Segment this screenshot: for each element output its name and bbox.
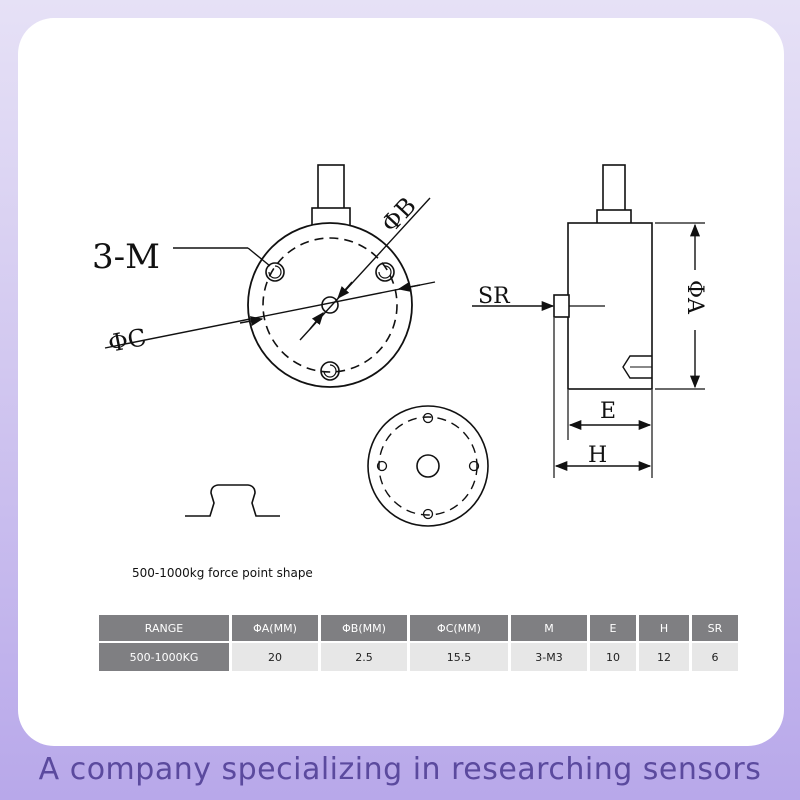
side-stud [602, 164, 626, 213]
top-stud [317, 164, 345, 211]
label-3m: 3-M [92, 237, 160, 277]
spec-header-row: RANGE ΦA(MM) ΦB(MM) ΦC(MM) M E H SR [99, 615, 738, 641]
header-m: M [511, 615, 587, 641]
cell-e: 10 [590, 643, 636, 671]
force-point [553, 294, 570, 318]
bolt-circle [262, 237, 398, 373]
bottom-center-hole [416, 454, 440, 478]
phi-c-dimension-line [104, 281, 436, 349]
label-phi-b: ΦB [376, 192, 422, 238]
cell-m: 3-M3 [511, 643, 587, 671]
header-range: RANGE [99, 615, 229, 641]
header-phi-c: ΦC(MM) [410, 615, 508, 641]
technical-drawing: 3-M ΦB ΦC [92, 164, 707, 527]
force-point-caption: 500-1000kg force point shape [132, 566, 313, 580]
bottom-view [367, 405, 489, 527]
cell-range: 500-1000KG [99, 643, 229, 671]
screw-hole-1 [265, 262, 285, 282]
cell-phi-a: 20 [232, 643, 318, 671]
cell-phi-b: 2.5 [321, 643, 407, 671]
spec-table: RANGE ΦA(MM) ΦB(MM) ΦC(MM) M E H SR 500-… [96, 613, 741, 673]
side-view [472, 164, 705, 478]
label-sr: SR [478, 284, 511, 309]
screw-hole-2 [375, 262, 395, 282]
company-tagline: A company specializing in researching se… [38, 752, 762, 787]
spec-data-row: 500-1000KG 20 2.5 15.5 3-M3 10 12 6 [99, 643, 738, 671]
label-phi-c: ΦC [106, 323, 149, 358]
header-h: H [639, 615, 689, 641]
force-point-shape [185, 484, 280, 517]
header-sr: SR [692, 615, 738, 641]
cell-sr: 6 [692, 643, 738, 671]
cell-h: 12 [639, 643, 689, 671]
screw-hole-3 [320, 361, 340, 381]
top-body-circle [247, 222, 413, 388]
bottom-body-circle [367, 405, 489, 527]
bottom-bolt-circle [378, 416, 478, 516]
label-phi-a: ΦA [682, 280, 707, 315]
top-view [104, 164, 436, 388]
header-phi-b: ΦB(MM) [321, 615, 407, 641]
label-e: E [600, 399, 616, 424]
header-phi-a: ΦA(MM) [232, 615, 318, 641]
label-h: H [588, 443, 607, 468]
header-e: E [590, 615, 636, 641]
product-card: 3-M ΦB ΦC [18, 18, 784, 746]
side-nut [596, 209, 632, 225]
cell-phi-c: 15.5 [410, 643, 508, 671]
